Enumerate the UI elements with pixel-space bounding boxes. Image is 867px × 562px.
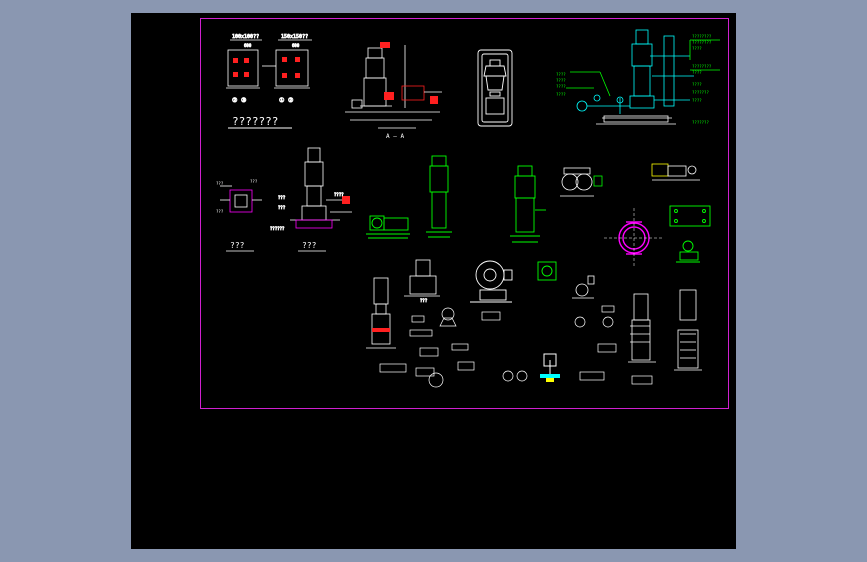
double-pump-front xyxy=(560,167,603,197)
pump-top-view-small: ??? xyxy=(404,259,440,303)
pump-note: ??? xyxy=(420,298,428,303)
mid-note: ???? xyxy=(334,192,344,197)
green-note: ???? xyxy=(556,84,566,89)
mid-note: ??? xyxy=(278,195,286,200)
green-note: ???? xyxy=(556,72,566,77)
green-note: ???? xyxy=(692,46,702,51)
box2-dim-label: 150x150?? xyxy=(281,34,308,40)
green-square-pump xyxy=(537,261,557,281)
small-symbols-cluster xyxy=(379,305,653,388)
box1-dim-label: 100x100?? xyxy=(232,34,259,40)
pipe-flange-section xyxy=(604,208,664,268)
left-note: ??? xyxy=(250,179,258,184)
tall-motor-pump-1 xyxy=(628,293,656,363)
drawing-frame xyxy=(200,18,729,409)
green-note: ???? xyxy=(692,82,702,87)
green-note: ??????? xyxy=(692,120,709,125)
green-note: ???? xyxy=(692,70,702,75)
foundation-plan-2: 150x150?? 600 ① ② xyxy=(262,34,312,104)
section-aa-pump xyxy=(345,42,442,129)
box2-sub-label: 600 xyxy=(292,43,300,48)
caption-mid-left-a: ??? xyxy=(230,241,245,250)
green-note: ???????? xyxy=(692,40,712,45)
framed-pump-symbol xyxy=(477,49,513,127)
green-notes-left: ???? ???? ???? ???? xyxy=(556,72,566,97)
left-note: ??? xyxy=(216,209,224,214)
caption-top-left: ??????? xyxy=(232,115,278,128)
green-note: ???????? xyxy=(692,34,712,39)
green-note: ???????? xyxy=(692,64,712,69)
foundation-plan-1: 100x100?? 600 ② ③ xyxy=(226,34,262,104)
section-aa-label: A — A xyxy=(386,133,404,140)
cyan-yellow-symbol xyxy=(540,353,560,382)
box1-bottom-label: ② ③ xyxy=(232,97,246,104)
installation-diagram xyxy=(566,29,720,125)
box1-sub-label: 600 xyxy=(244,43,252,48)
box2-bottom-label: ① ② xyxy=(279,97,293,104)
base-plate-plan xyxy=(669,205,711,227)
left-note: ??? xyxy=(216,181,224,186)
centrifugal-pump-large xyxy=(470,260,513,303)
green-notes-right: ???????? ???????? ???? ???????? ???? ???… xyxy=(692,34,712,125)
green-note: ???? xyxy=(556,78,566,83)
vertical-pump-section: ??? ??? ?????? ???? xyxy=(270,147,352,231)
small-pump-side xyxy=(572,275,595,299)
tall-pump-bottom-left xyxy=(366,277,396,349)
green-note: ???? xyxy=(692,98,702,103)
caption-mid-left-b: ??? xyxy=(302,241,317,250)
green-note: ??????? xyxy=(692,90,709,95)
mid-note: ??? xyxy=(278,205,286,210)
small-pump-green xyxy=(676,240,700,263)
mid-note: ?????? xyxy=(270,226,285,231)
green-vertical-pump-1 xyxy=(426,155,452,238)
horizontal-pump-right xyxy=(651,163,700,181)
pit-plan: ??? ??? ??? xyxy=(216,179,262,214)
green-vertical-pump-2 xyxy=(510,165,546,243)
green-horizontal-pump xyxy=(366,215,410,239)
tall-motor-pump-2 xyxy=(674,289,702,371)
green-note: ???? xyxy=(556,92,566,97)
